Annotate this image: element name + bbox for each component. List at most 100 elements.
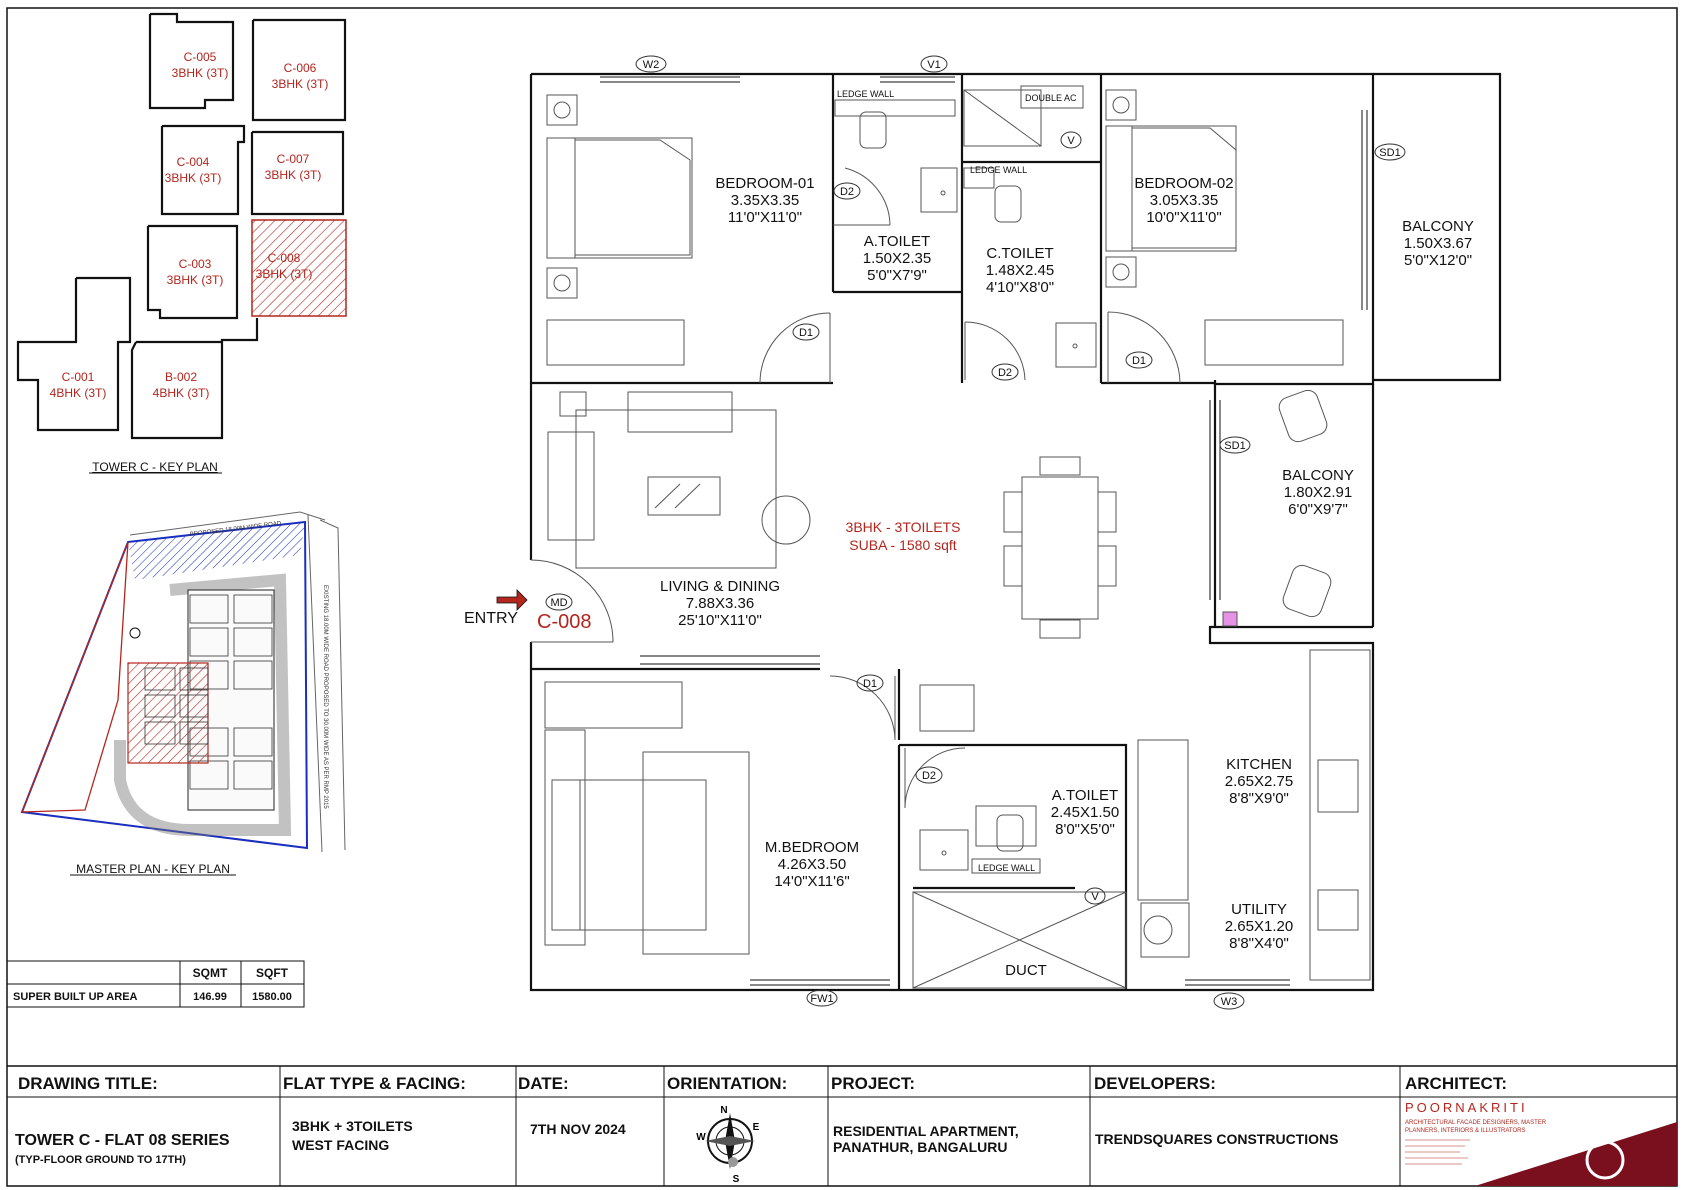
room-balcony2-metric: 1.80X2.91 bbox=[1284, 484, 1352, 501]
room-atoilet2-metric: 2.45X1.50 bbox=[1051, 804, 1119, 821]
unit-b002-id: B-002 bbox=[165, 370, 197, 384]
room-atoilet1-imperial: 5'0"X7'9" bbox=[867, 267, 927, 284]
unit-c006-id: C-006 bbox=[284, 61, 317, 75]
unit-b002-type: 4BHK (3T) bbox=[153, 386, 210, 400]
area-sqft-value: 1580.00 bbox=[252, 991, 292, 1003]
tb-flat-type-header: FLAT TYPE & FACING: bbox=[283, 1074, 466, 1093]
room-atoilet1-metric: 1.50X2.35 bbox=[863, 250, 931, 267]
area-row-label: SUPER BUILT UP AREA bbox=[13, 991, 138, 1003]
sheet-border bbox=[6, 7, 1678, 1187]
architect-tagline2: PLANNERS, INTERIORS & ILLUSTRATORS bbox=[1405, 1128, 1525, 1134]
tag-sd1-1: SD1 bbox=[1379, 147, 1400, 159]
room-atoilet2-imperial: 8'0"X5'0" bbox=[1055, 821, 1115, 838]
tower-key-plan-title: TOWER C - KEY PLAN bbox=[92, 460, 218, 474]
balcony-furniture bbox=[1222, 389, 1332, 627]
kitchen-furniture bbox=[1137, 649, 1371, 981]
unit-c001-id: C-001 bbox=[62, 370, 95, 384]
unit-c008-id: C-008 bbox=[268, 251, 301, 265]
compass-icon: N S E W bbox=[696, 1105, 759, 1185]
floor-plan: BEDROOM-01 3.35X3.35 11'0"X11'0" A.TOILE… bbox=[464, 55, 1502, 1010]
tb-developers-value: TRENDSQUARES CONSTRUCTIONS bbox=[1095, 1131, 1338, 1147]
tb-developers-header: DEVELOPERS: bbox=[1094, 1074, 1216, 1093]
room-living-name: LIVING & DINING bbox=[660, 578, 780, 595]
area-sqmt-value: 146.99 bbox=[193, 991, 227, 1003]
room-kitchen-imperial: 8'8"X9'0" bbox=[1229, 790, 1289, 807]
unit-c001-outline bbox=[16, 276, 132, 432]
unit-b002-outline bbox=[130, 318, 259, 440]
tb-project-header: PROJECT: bbox=[831, 1074, 915, 1093]
room-balcony1-name: BALCONY bbox=[1402, 218, 1474, 235]
room-mbedroom-metric: 4.26X3.50 bbox=[778, 856, 846, 873]
unit-c007-outline bbox=[250, 130, 345, 216]
unit-c006-type: 3BHK (3T) bbox=[272, 77, 329, 91]
room-balcony1-imperial: 5'0"X12'0" bbox=[1404, 252, 1472, 269]
unit-label: C-008 bbox=[537, 611, 591, 633]
flat-summary-line2: SUBA - 1580 sqft bbox=[849, 537, 957, 553]
unit-c008-type: 3BHK (3T) bbox=[256, 267, 313, 281]
tb-project-line1: RESIDENTIAL APARTMENT, bbox=[833, 1123, 1019, 1139]
tb-flat-type-line1: 3BHK + 3TOILETS bbox=[292, 1118, 413, 1134]
note-ledge-wall-2: LEDGE WALL bbox=[970, 165, 1027, 175]
room-bedroom01-metric: 3.35X3.35 bbox=[731, 192, 799, 209]
compass-n: N bbox=[720, 1105, 727, 1116]
room-kitchen-name: KITCHEN bbox=[1226, 756, 1292, 773]
master-plan-title: MASTER PLAN - KEY PLAN bbox=[76, 862, 230, 876]
room-ctoilet-imperial: 4'10"X8'0" bbox=[986, 279, 1054, 296]
note-ledge-wall-3: LEDGE WALL bbox=[978, 863, 1035, 873]
room-balcony2-name: BALCONY bbox=[1282, 467, 1354, 484]
floor-plan-walls bbox=[529, 72, 1502, 992]
tag-d1-3: D1 bbox=[863, 678, 877, 690]
tag-fw1: FW1 bbox=[810, 993, 833, 1005]
title-block: DRAWING TITLE: FLAT TYPE & FACING: DATE:… bbox=[15, 1066, 1677, 1186]
entry-label: ENTRY bbox=[464, 610, 518, 627]
room-atoilet2-name: A.TOILET bbox=[1052, 787, 1118, 804]
tag-d2-3: D2 bbox=[922, 770, 936, 782]
tag-d1-1: D1 bbox=[799, 327, 813, 339]
tag-md: MD bbox=[550, 597, 567, 609]
room-bedroom01-imperial: 11'0"X11'0" bbox=[728, 209, 802, 226]
unit-c004-outline bbox=[160, 124, 246, 216]
compass-e: E bbox=[753, 1122, 760, 1133]
living-dining-furniture bbox=[547, 391, 1117, 639]
tb-drawing-subtitle: (TYP-FLOOR GROUND TO 17TH) bbox=[15, 1154, 186, 1166]
tb-flat-type-line2: WEST FACING bbox=[292, 1137, 389, 1153]
tag-w2: W2 bbox=[643, 59, 660, 71]
room-mbedroom-name: M.BEDROOM bbox=[765, 839, 859, 856]
area-header-sqft: SQFT bbox=[256, 966, 289, 980]
room-ctoilet-name: C.TOILET bbox=[986, 245, 1053, 262]
entry-arrow-icon bbox=[496, 589, 528, 611]
compass-w: W bbox=[696, 1132, 706, 1143]
unit-c007-type: 3BHK (3T) bbox=[265, 168, 322, 182]
tag-v-1: V bbox=[1067, 135, 1075, 147]
room-bedroom02-imperial: 10'0"X11'0" bbox=[1146, 209, 1221, 226]
tower-key-plan: C-005 3BHK (3T) C-006 3BHK (3T) C-004 3B… bbox=[16, 12, 347, 474]
architect-tagline1: ARCHITECTURAL FACADE DESIGNERS, MASTER bbox=[1405, 1120, 1547, 1126]
tb-date-header: DATE: bbox=[518, 1074, 569, 1093]
toilet-fixtures bbox=[834, 85, 1127, 989]
unit-c003-outline bbox=[146, 224, 239, 320]
room-utility-name: UTILITY bbox=[1231, 901, 1287, 918]
room-kitchen-metric: 2.65X2.75 bbox=[1225, 773, 1293, 790]
master-plan: PROPOSED 18.00M WIDE ROAD EXISTING 18.00… bbox=[20, 511, 346, 876]
tag-d2-2: D2 bbox=[998, 367, 1012, 379]
area-header-sqmt: SQMT bbox=[193, 966, 228, 980]
tag-v-2: V bbox=[1091, 891, 1099, 903]
room-ctoilet-metric: 1.48X2.45 bbox=[986, 262, 1054, 279]
area-table: SQMT SQFT SUPER BUILT UP AREA 146.99 158… bbox=[6, 960, 305, 1008]
tb-project-line2: PANATHUR, BANGALURU bbox=[833, 1139, 1007, 1155]
room-duct-name: DUCT bbox=[1005, 962, 1047, 979]
room-bedroom01-name: BEDROOM-01 bbox=[715, 175, 814, 192]
room-utility-imperial: 8'8"X4'0" bbox=[1229, 935, 1289, 952]
flat-summary-line1: 3BHK - 3TOILETS bbox=[846, 519, 961, 535]
unit-c006-outline bbox=[251, 18, 347, 122]
room-utility-metric: 2.65X1.20 bbox=[1225, 918, 1293, 935]
unit-c005-type: 3BHK (3T) bbox=[172, 66, 229, 80]
architect-name: POORNAKRITI bbox=[1405, 1100, 1528, 1115]
tb-orientation-header: ORIENTATION: bbox=[667, 1074, 787, 1093]
tag-sd1-2: SD1 bbox=[1224, 440, 1245, 452]
room-balcony1-metric: 1.50X3.67 bbox=[1404, 235, 1472, 252]
bedroom01-furniture bbox=[546, 94, 693, 366]
room-living-metric: 7.88X3.36 bbox=[686, 595, 754, 612]
room-mbedroom-imperial: 14'0"X11'6" bbox=[774, 873, 849, 890]
unit-c004-id: C-004 bbox=[177, 155, 210, 169]
